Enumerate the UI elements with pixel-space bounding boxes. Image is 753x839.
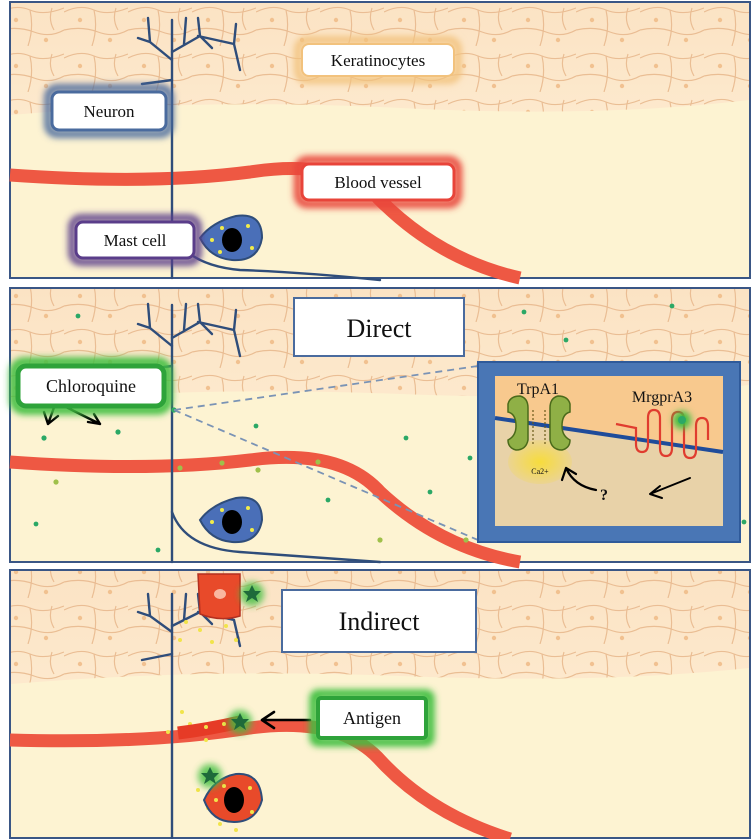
blood-vessel-label: Blood vessel	[298, 160, 458, 204]
panel-anatomy: Keratinocytes Neuron Blood vessel Mast c…	[10, 2, 750, 280]
svg-text:Indirect: Indirect	[339, 607, 421, 636]
svg-text:TrpA1: TrpA1	[517, 381, 559, 398]
panel-direct: Direct Chloroquine TrpA1 Ca2+ MrgprA3	[10, 288, 750, 562]
degranulating-keratinocyte	[198, 574, 240, 619]
panel-indirect: Indirect Antigen	[10, 570, 750, 839]
neuron-label: Neuron	[48, 88, 170, 134]
svg-text:Ca2+: Ca2+	[531, 467, 549, 476]
mast-cell-label: Mast cell	[72, 218, 198, 262]
svg-text:Direct: Direct	[347, 314, 413, 343]
svg-text:Keratinocytes: Keratinocytes	[331, 51, 425, 70]
keratinocytes-label: Keratinocytes	[298, 40, 458, 80]
svg-text:Blood vessel: Blood vessel	[334, 173, 422, 192]
chloroquine-label: Chloroquine	[14, 362, 168, 410]
svg-text:Mast cell: Mast cell	[104, 231, 167, 250]
receptor-inset: TrpA1 Ca2+ MrgprA3 ?	[478, 362, 740, 542]
svg-text:Chloroquine: Chloroquine	[46, 376, 136, 396]
svg-text:?: ?	[600, 487, 608, 504]
indirect-title: Indirect	[282, 590, 476, 652]
direct-title: Direct	[294, 298, 464, 356]
svg-text:MrgprA3: MrgprA3	[632, 389, 692, 406]
svg-text:Antigen: Antigen	[343, 708, 401, 728]
svg-text:Neuron: Neuron	[84, 102, 135, 121]
antigen-label: Antigen	[314, 694, 430, 742]
